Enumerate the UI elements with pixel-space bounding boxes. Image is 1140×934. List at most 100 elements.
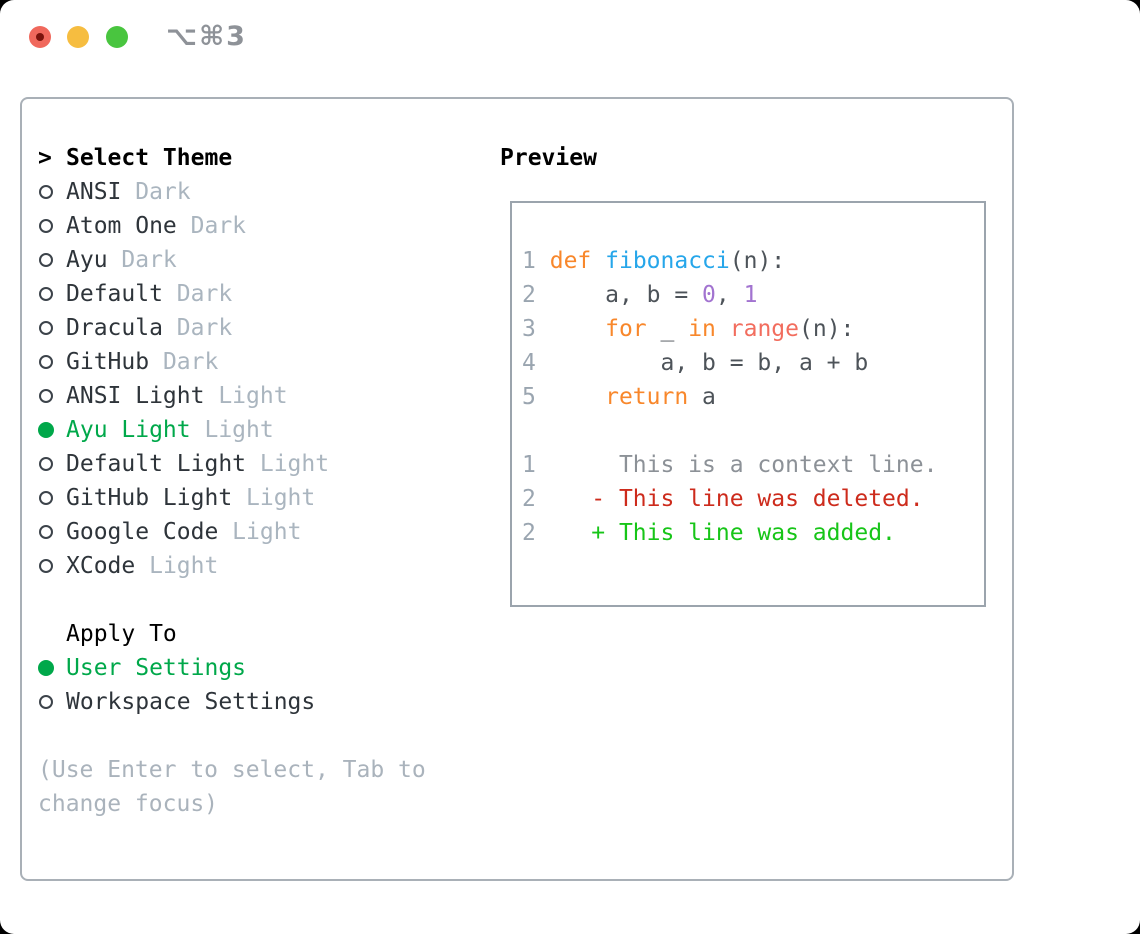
list-header-label: Select Theme — [66, 145, 233, 171]
theme-variant-tag: Light — [232, 485, 316, 511]
marker-cell — [38, 413, 66, 447]
theme-name: Default Light — [66, 451, 247, 477]
theme-option-default[interactable]: Default Dark — [38, 277, 478, 311]
marker-cell: > — [38, 141, 66, 175]
token-plain: _ — [646, 316, 689, 342]
theme-name: GitHub — [66, 349, 150, 375]
spacer-row — [38, 719, 478, 753]
modified-indicator-dot — [36, 33, 44, 41]
minimize-button[interactable] — [67, 26, 89, 48]
theme-name: Atom One — [66, 213, 177, 239]
line-number: 5 — [522, 384, 536, 410]
token-plain — [536, 316, 605, 342]
marker-cell — [38, 719, 66, 753]
theme-variant-tag: Dark — [121, 179, 191, 205]
marker-cell — [38, 685, 66, 719]
radio-unselected-icon — [39, 219, 53, 233]
close-button[interactable] — [29, 26, 51, 48]
theme-variant-tag: Dark — [176, 213, 247, 239]
theme-name: ANSI — [66, 179, 122, 205]
token-added: + This line was added. — [535, 520, 896, 546]
radio-unselected-icon — [39, 491, 53, 505]
line-number: 2 — [522, 282, 536, 308]
theme-variant-tag: Light — [204, 383, 288, 409]
token-function: fibonacci — [605, 248, 730, 274]
theme-option-google-code[interactable]: Google Code Light — [38, 515, 478, 549]
radio-unselected-icon — [39, 457, 53, 471]
line-number: 3 — [522, 316, 536, 342]
radio-unselected-icon — [39, 389, 53, 403]
token-plain: a, b = — [535, 282, 703, 308]
theme-option-xcode[interactable]: XCode Light — [38, 549, 478, 583]
marker-cell — [38, 277, 66, 311]
radio-unselected-icon — [39, 355, 53, 369]
apply-to-heading: Apply To — [66, 621, 177, 647]
token-plain: a — [688, 384, 716, 410]
radio-unselected-icon — [39, 185, 53, 199]
marker-cell — [38, 583, 66, 617]
theme-variant-tag: Light — [135, 553, 219, 579]
theme-option-ayu[interactable]: Ayu Dark — [38, 243, 478, 277]
apply-option-user-settings[interactable]: User Settings — [38, 651, 478, 685]
line-number: 4 — [522, 350, 536, 376]
marker-cell — [38, 447, 66, 481]
token-plain — [536, 248, 550, 274]
theme-name: XCode — [66, 553, 136, 579]
token-plain: , — [715, 282, 744, 308]
theme-option-dracula[interactable]: Dracula Dark — [38, 311, 478, 345]
marker-cell — [38, 175, 66, 209]
theme-name: Ayu — [66, 247, 108, 273]
theme-option-github[interactable]: GitHub Dark — [38, 345, 478, 379]
token-number: 0 — [702, 282, 716, 308]
apply-option-label: Workspace Settings — [66, 689, 316, 715]
theme-option-ansi[interactable]: ANSI Dark — [38, 175, 478, 209]
token-plain — [536, 384, 605, 410]
marker-cell — [38, 481, 66, 515]
code-line: 5 return a — [522, 380, 937, 414]
window-shortcut-label: ⌥⌘3 — [166, 21, 247, 52]
apply-option-workspace-settings[interactable]: Workspace Settings — [38, 685, 478, 719]
marker-cell — [38, 311, 66, 345]
theme-variant-tag: Dark — [107, 247, 177, 273]
spacer-row — [38, 583, 478, 617]
token-plain: (n): — [729, 248, 786, 274]
theme-option-ayu-light[interactable]: Ayu Light Light — [38, 413, 478, 447]
theme-name: Google Code — [66, 519, 219, 545]
code-line: 2 a, b = 0, 1 — [522, 278, 937, 312]
radio-unselected-icon — [39, 253, 53, 267]
marker-cell — [38, 549, 66, 583]
code-line: 4 a, b = b, a + b — [522, 346, 937, 380]
marker-cell — [38, 515, 66, 549]
radio-unselected-icon — [39, 287, 53, 301]
token-plain: a, b = b, a + b — [535, 350, 869, 376]
theme-option-atom-one[interactable]: Atom One Dark — [38, 209, 478, 243]
apply-option-label: User Settings — [66, 655, 247, 681]
line-number: 2 — [522, 486, 536, 512]
apply-to-header: Apply To — [38, 617, 478, 651]
theme-option-github-light[interactable]: GitHub Light Light — [38, 481, 478, 515]
token-keyword: def — [549, 248, 592, 274]
radio-unselected-icon — [39, 525, 53, 539]
marker-cell — [38, 243, 66, 277]
code-line: 3 for _ in range(n): — [522, 312, 937, 346]
code-line — [522, 414, 937, 448]
theme-option-default-light[interactable]: Default Light Light — [38, 447, 478, 481]
marker-cell — [38, 345, 66, 379]
theme-name: Dracula — [66, 315, 163, 341]
line-number: 1 — [522, 248, 536, 274]
theme-option-ansi-light[interactable]: ANSI Light Light — [38, 379, 478, 413]
zoom-button[interactable] — [106, 26, 128, 48]
theme-name: ANSI Light — [66, 383, 205, 409]
theme-variant-tag: Light — [246, 451, 330, 477]
line-number: 2 — [522, 520, 536, 546]
code-line: 2 - This line was deleted. — [522, 482, 937, 516]
marker-cell — [38, 617, 66, 651]
keyboard-hint: (Use Enter to select, Tab to — [38, 757, 426, 783]
radio-unselected-icon — [39, 695, 53, 709]
token-plain — [716, 316, 730, 342]
theme-list-header: >Select Theme — [38, 141, 478, 175]
token-builtin: range — [729, 316, 800, 342]
line-number: 1 — [522, 452, 536, 478]
